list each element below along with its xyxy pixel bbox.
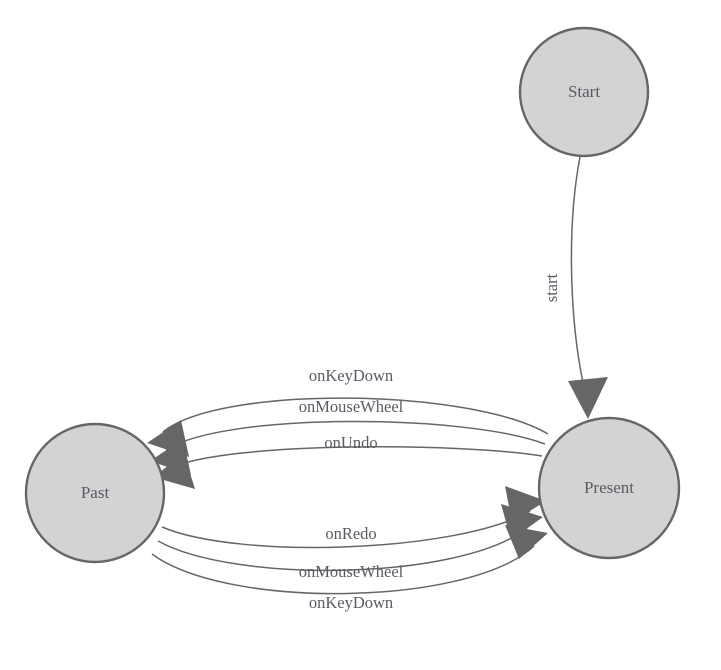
node-present-circle	[537, 416, 681, 560]
node-layer: Start Past Present	[24, 26, 681, 564]
edge-past-present-onkeydown[interactable]	[151, 525, 548, 595]
edge-label-layer: start onKeyDown onMouseWheel onUndo onRe…	[299, 273, 561, 611]
edge-start-present-path	[570, 156, 587, 397]
arrow-head-start-present	[568, 377, 608, 419]
arrow-head-present-past-onundo	[153, 454, 195, 489]
edge-past-present-onkeydown-path	[151, 545, 535, 595]
node-present[interactable]: Present	[537, 416, 681, 560]
node-start-circle	[518, 26, 650, 158]
edge-past-present-onmousewheel-path	[157, 527, 528, 572]
node-past-circle	[24, 422, 166, 564]
edge-present-past-onkeydown-path	[162, 397, 549, 435]
edge-layer	[147, 156, 608, 595]
edge-past-present-onredo-path	[161, 510, 531, 549]
edge-label-present-past-onkeydown: onKeyDown	[309, 366, 393, 385]
edge-label-start: start	[542, 273, 561, 302]
edge-present-past-onundo-path	[169, 446, 543, 469]
edge-label-present-past-onundo: onUndo	[324, 433, 377, 452]
edge-present-past-onmousewheel-path	[165, 420, 546, 451]
edge-label-present-past-onmousewheel: onMouseWheel	[299, 397, 404, 416]
node-past-label: Past	[81, 483, 110, 502]
edge-label-past-present-onmousewheel: onMouseWheel	[299, 562, 404, 581]
arrow-head-past-present-onkeydown	[505, 525, 548, 559]
edge-present-past-onundo[interactable]	[153, 446, 543, 489]
node-present-label: Present	[584, 478, 634, 497]
edge-label-past-present-onredo: onRedo	[325, 524, 376, 543]
node-past[interactable]: Past	[24, 422, 166, 564]
node-start[interactable]: Start	[518, 26, 650, 158]
node-start-label: Start	[568, 82, 600, 101]
edge-label-past-present-onkeydown: onKeyDown	[309, 593, 393, 612]
edge-start-present[interactable]	[568, 156, 608, 419]
